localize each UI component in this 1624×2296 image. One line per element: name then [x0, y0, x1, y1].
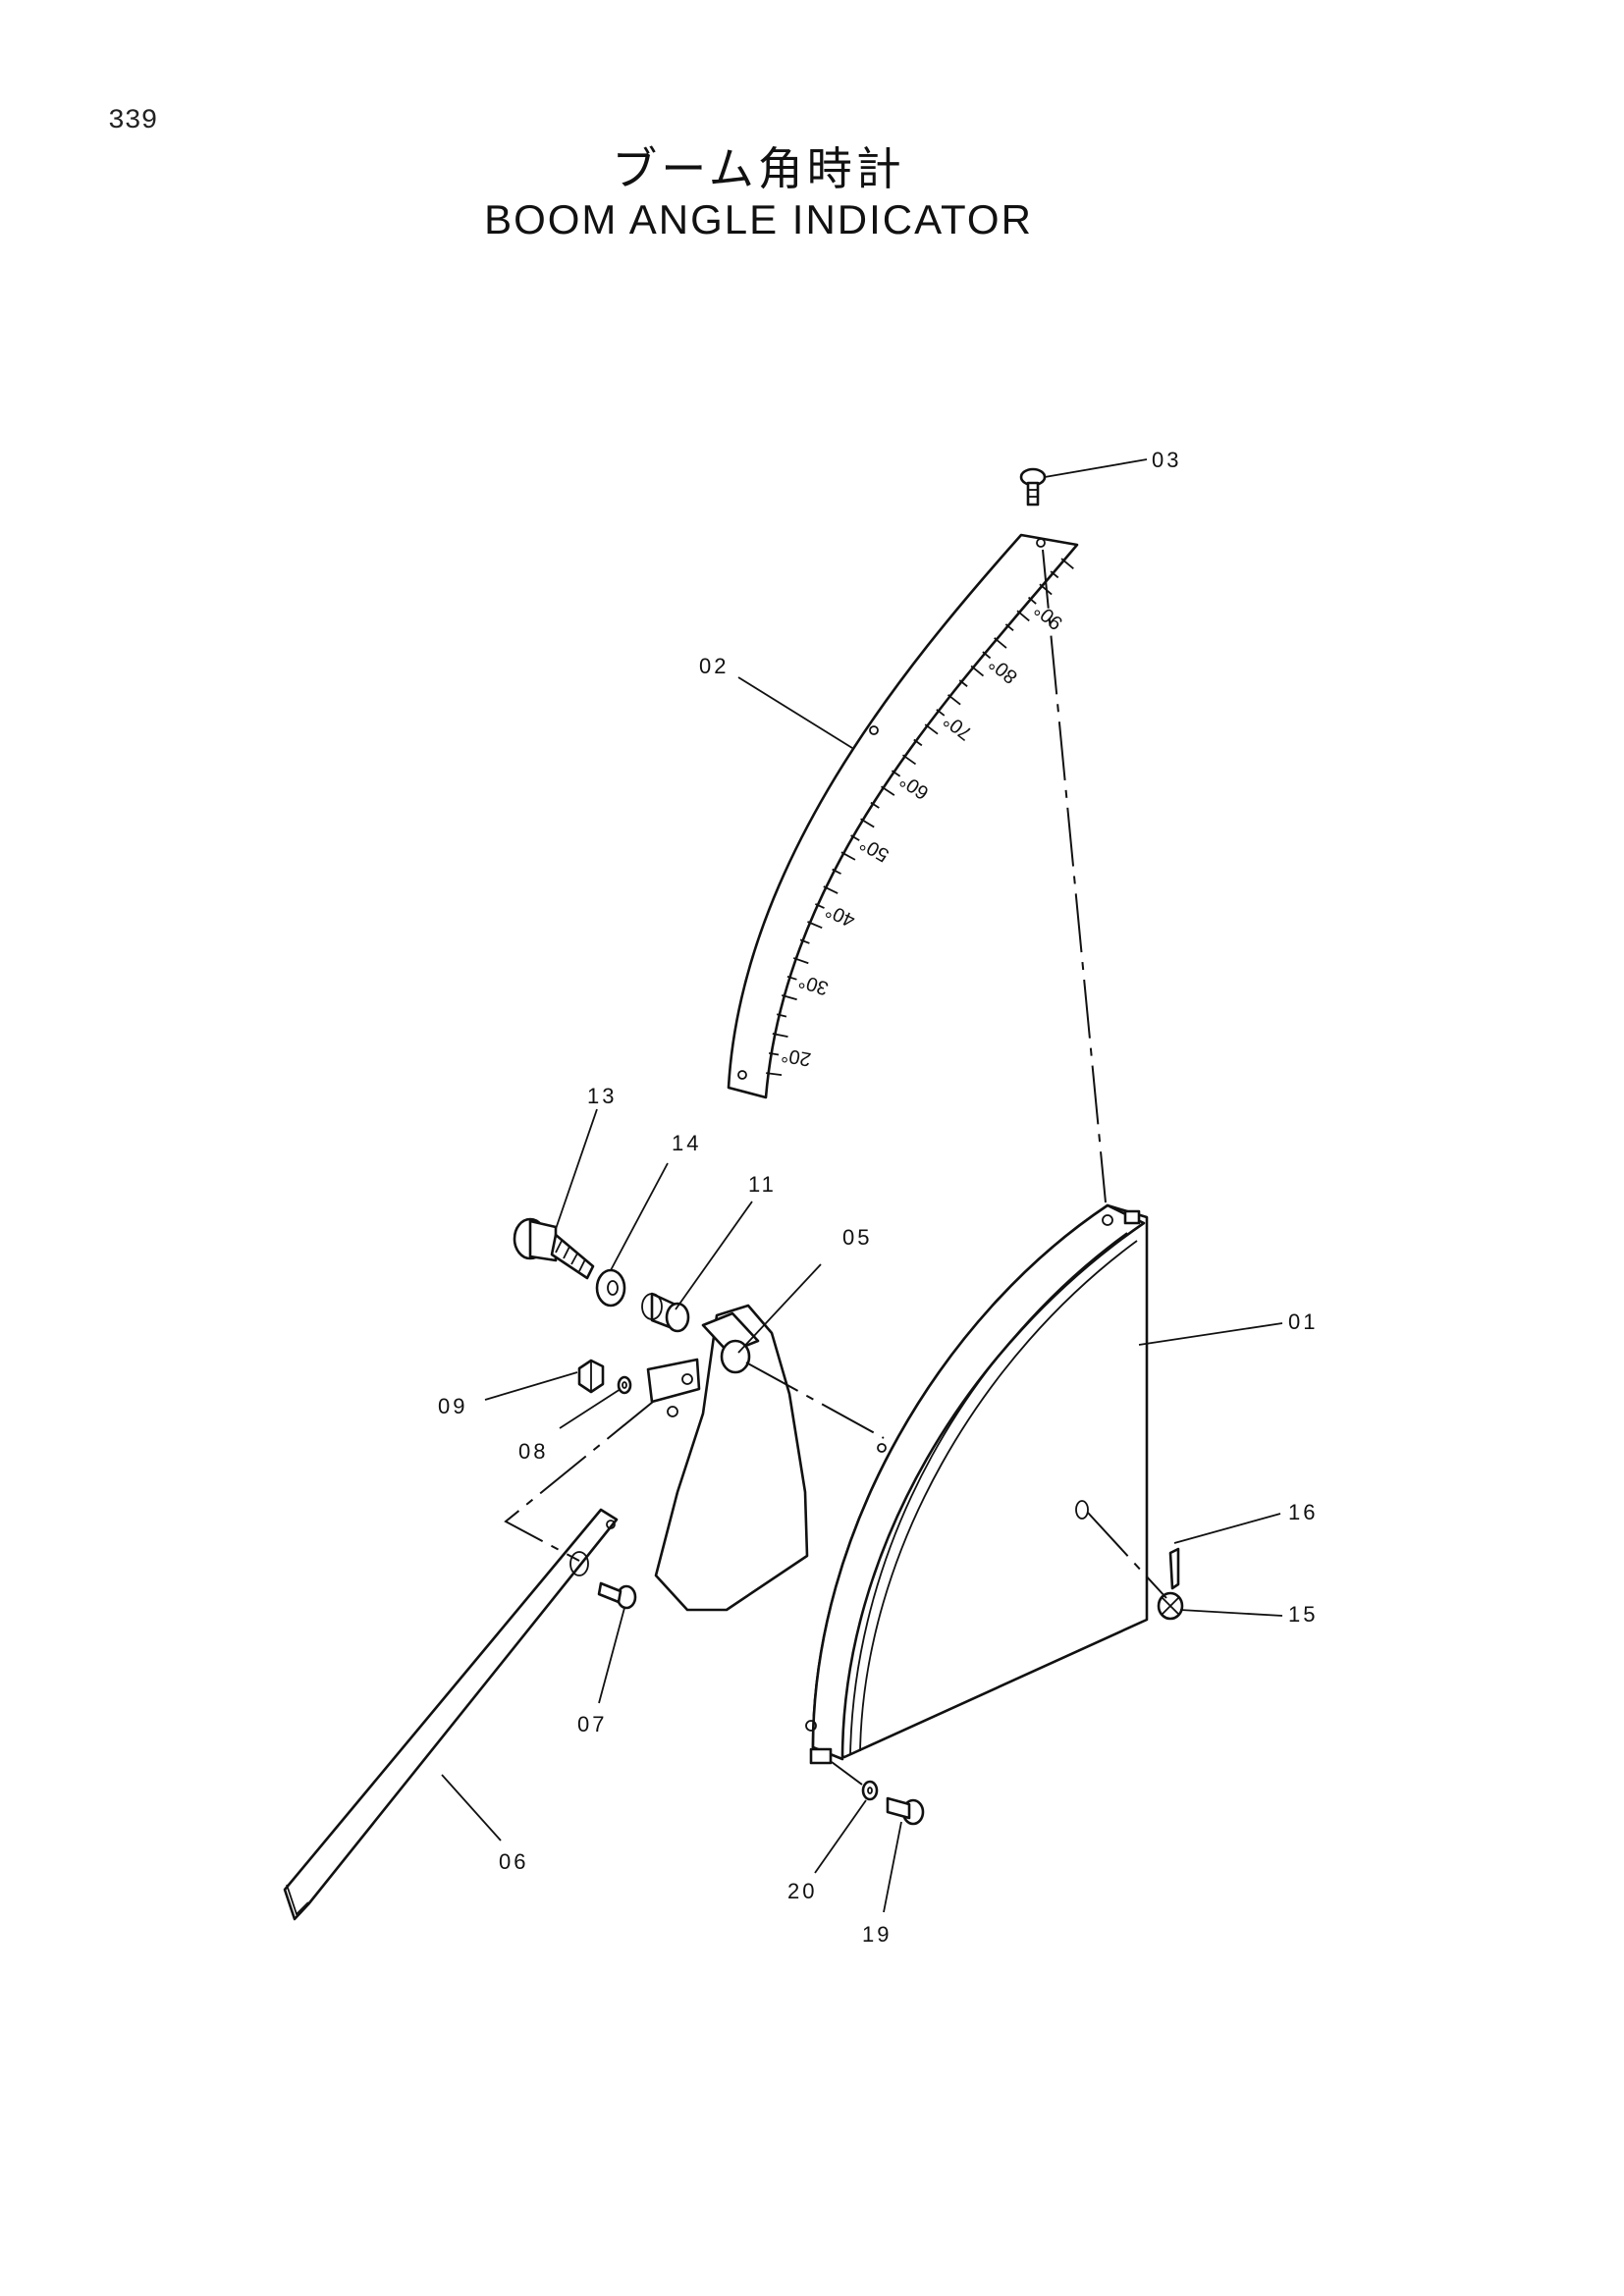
part-16-cotter-pin — [1168, 1547, 1180, 1590]
scale-tick — [1060, 558, 1074, 570]
scale-tick — [1027, 596, 1037, 605]
callout-19: 19 — [862, 1922, 892, 1947]
callout-01: 01 — [1288, 1309, 1318, 1334]
scale-tick — [832, 868, 841, 875]
part-13-pin — [513, 1217, 595, 1280]
scale-tick — [850, 834, 860, 841]
scale-tick — [924, 723, 939, 735]
leader-lines — [441, 458, 1283, 1913]
scale-tick — [807, 921, 823, 930]
scale-tick — [870, 801, 880, 809]
part-19-bolt — [886, 1796, 925, 1826]
scale-tick — [936, 709, 946, 717]
scale-tick — [860, 818, 875, 828]
scale-tick — [947, 694, 961, 706]
part-06-pointer-arm — [283, 1508, 619, 1921]
scale-tick — [799, 938, 810, 944]
callout-02: 02 — [699, 654, 729, 678]
title-english: BOOM ANGLE INDICATOR — [484, 196, 1033, 242]
scale-tick — [786, 975, 797, 981]
scale-label: 30° — [796, 969, 832, 998]
callout-06: 06 — [499, 1849, 528, 1874]
part-02-angle-scale: 20°30°40°50°60°70°80°90° — [727, 533, 1079, 1099]
scale-tick — [881, 785, 895, 796]
title-japanese: ブーム角時計 — [612, 142, 905, 195]
scale-tick — [1004, 623, 1014, 632]
scale-tick — [901, 754, 917, 766]
scale-tick — [772, 1033, 788, 1039]
scale-tick — [769, 1051, 780, 1056]
scale-tick — [815, 903, 825, 909]
scale-tick — [958, 679, 968, 687]
callout-07: 07 — [577, 1712, 607, 1736]
scale-tick — [781, 994, 797, 1001]
part-03-screw — [1019, 467, 1047, 507]
scale-tick — [766, 1072, 783, 1076]
scale-ticks — [766, 558, 1074, 1076]
callout-13: 13 — [587, 1084, 617, 1108]
callout-labels: 03 02 01 05 11 14 13 09 08 07 06 16 15 2… — [438, 448, 1318, 1947]
scale-tick — [982, 651, 992, 660]
callout-11: 11 — [748, 1172, 777, 1197]
scale-label: 40° — [823, 899, 859, 932]
scale-label: 60° — [896, 769, 933, 803]
part-14-washer — [595, 1268, 626, 1308]
part-07-screw — [597, 1581, 637, 1610]
scale-tick — [970, 665, 985, 677]
scale-tick — [891, 770, 901, 777]
callout-05: 05 — [842, 1225, 872, 1250]
assembly-lines — [504, 549, 1167, 1786]
callout-03: 03 — [1152, 448, 1181, 472]
scale-tick — [776, 1013, 787, 1018]
part-01-quadrant-housing — [805, 1203, 1149, 1765]
callout-20: 20 — [787, 1879, 817, 1903]
scale-label: 20° — [780, 1043, 813, 1070]
callout-16: 16 — [1288, 1500, 1318, 1524]
page-number: 339 — [108, 106, 158, 136]
callout-08: 08 — [518, 1439, 548, 1464]
part-20-washer — [861, 1780, 879, 1801]
scale-label: 50° — [856, 832, 893, 866]
scale-tick — [913, 738, 923, 747]
part-09-nut — [577, 1359, 605, 1394]
part-08-washer — [617, 1375, 632, 1395]
scale-tick — [1016, 610, 1030, 622]
part-05-bracket — [646, 1304, 809, 1612]
scale-label: 70° — [940, 709, 976, 744]
scale-tick — [994, 637, 1007, 649]
scale-tick — [792, 957, 809, 965]
scale-tick — [1050, 570, 1059, 579]
part-15-nut — [1157, 1591, 1184, 1621]
callout-15: 15 — [1288, 1602, 1318, 1627]
scale-tick — [840, 851, 856, 861]
callout-14: 14 — [672, 1131, 701, 1155]
callout-09: 09 — [438, 1394, 467, 1418]
part-11-bushing — [641, 1292, 690, 1333]
scale-tick — [823, 885, 839, 894]
